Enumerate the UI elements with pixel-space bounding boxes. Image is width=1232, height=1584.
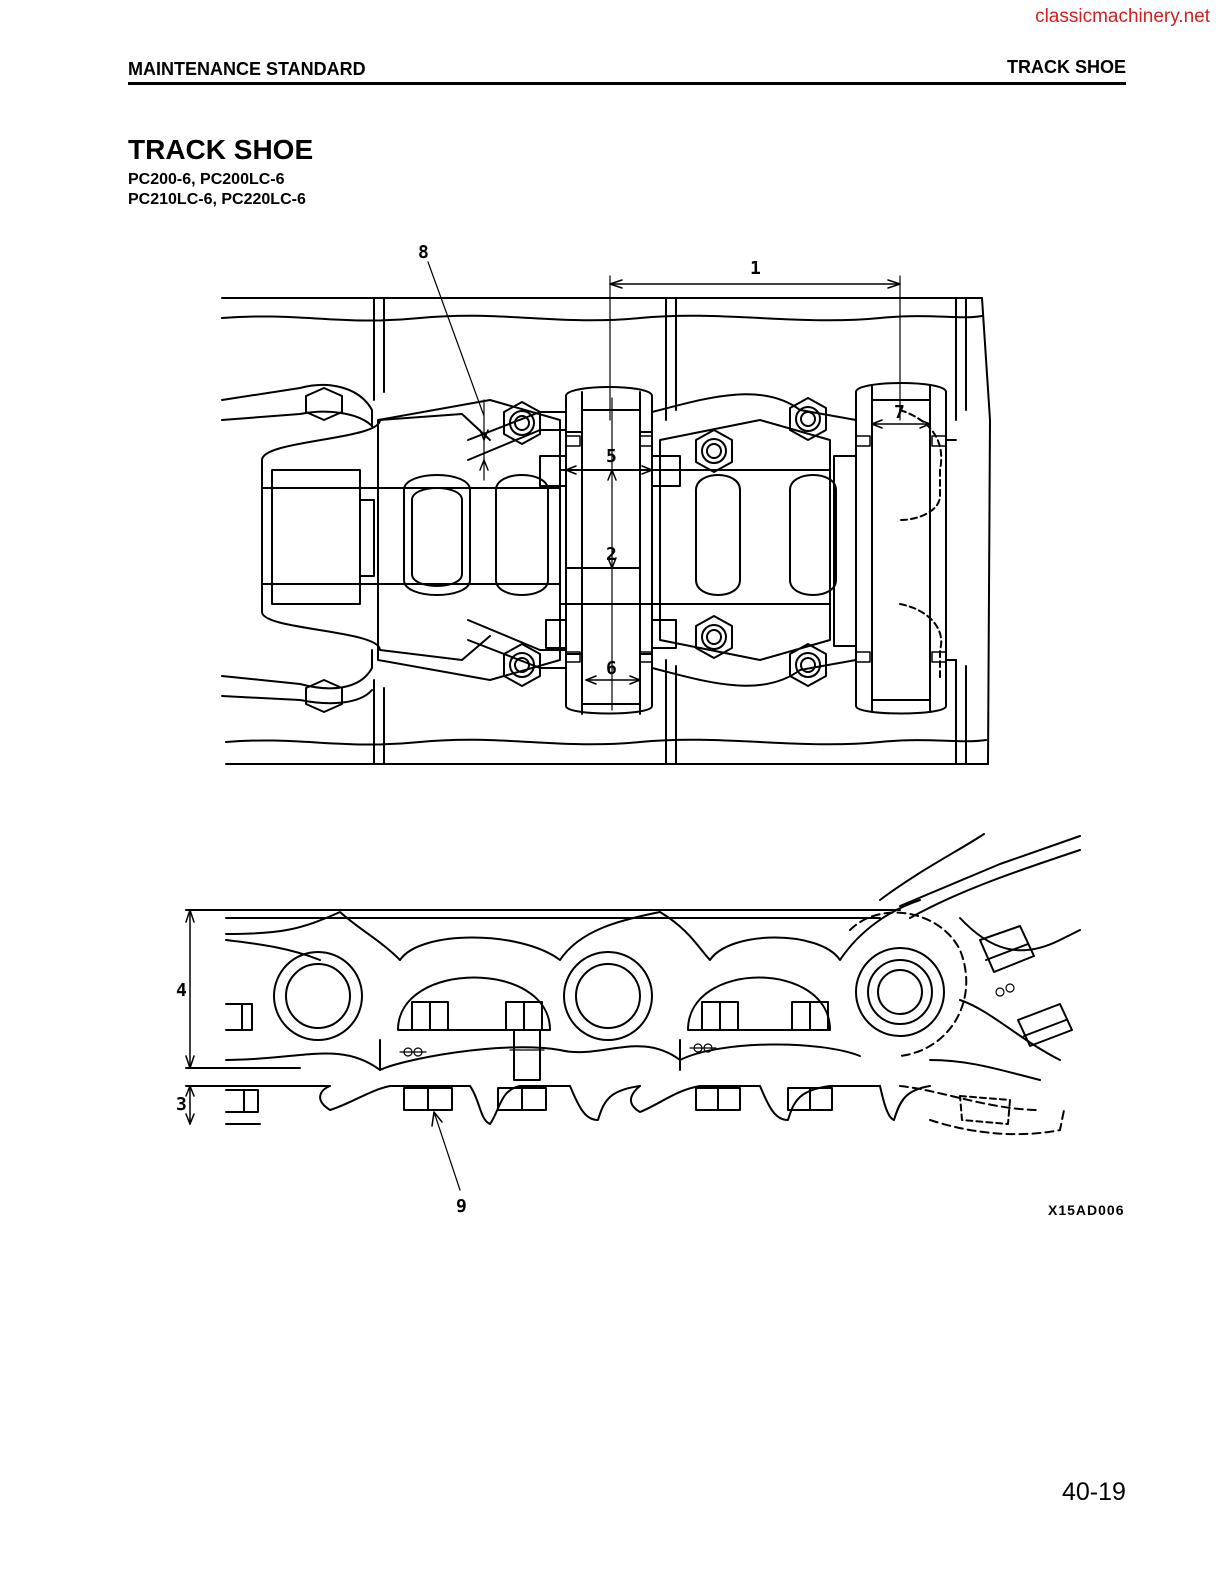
figure-code: X15AD006 (1048, 1202, 1125, 1218)
callout-3: 3 (176, 1094, 187, 1115)
top-view-drawing (222, 262, 990, 764)
callout-7: 7 (894, 402, 905, 423)
page-number: 40-19 (1062, 1478, 1126, 1507)
callout-8: 8 (418, 242, 429, 263)
side-view-drawing (186, 834, 1080, 1190)
callout-6: 6 (606, 658, 617, 679)
callout-9: 9 (456, 1196, 467, 1217)
callout-5: 5 (606, 446, 617, 467)
callout-1: 1 (750, 258, 761, 279)
callout-4: 4 (176, 980, 187, 1001)
callout-2: 2 (606, 544, 617, 565)
